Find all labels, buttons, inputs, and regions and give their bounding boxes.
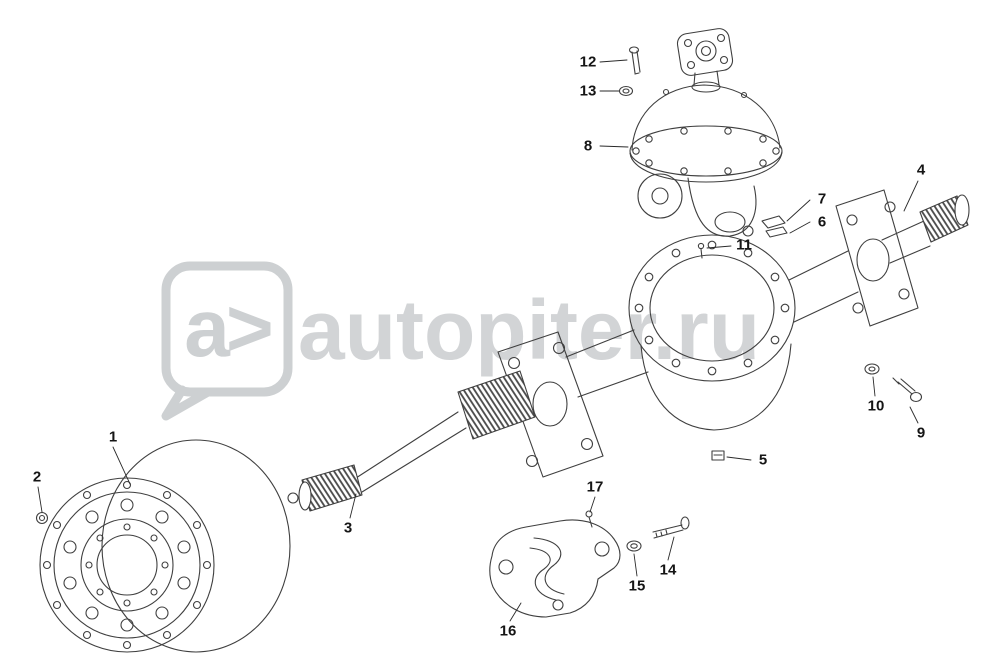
part-bolt-9 [892,377,923,403]
part-callout-14: 14 [659,561,677,579]
part-callout-15: 15 [628,577,646,595]
part-differential-carrier [629,81,783,237]
part-left-flange-plate [497,331,604,478]
part-axle-housing [565,234,859,431]
part-axle-shaft [287,411,467,512]
part-spline-boss [457,370,536,440]
part-bolt-17 [585,510,593,528]
leader-lines [37,59,919,622]
part-callout-6: 6 [817,213,827,231]
watermark-logo-bubble [161,261,293,421]
part-callout-7: 7 [817,190,827,208]
part-right-axle-end [835,189,970,327]
part-callout-17: 17 [586,478,604,496]
watermark-logo-text: a> [184,283,274,374]
part-bolt-14 [652,516,690,539]
part-bracket-16 [489,519,621,618]
part-shim-7 [761,215,786,229]
part-callout-11: 11 [736,236,752,254]
part-callout-5: 5 [758,451,768,469]
part-bolt-11 [697,242,705,259]
part-callout-9: 9 [916,424,926,442]
part-washer-10 [864,363,880,375]
watermark-site-text: autopiter.ru [298,283,761,377]
part-nut-2 [35,511,49,525]
part-input-flange [676,28,734,86]
part-callout-8: 8 [583,137,593,155]
part-wheel-hub [39,439,291,653]
part-callout-4: 4 [916,161,926,179]
part-callout-1: 1 [108,428,118,446]
part-plug-5 [711,450,725,461]
watermark-bubble-tail [161,385,213,421]
part-callout-2: 2 [32,468,42,486]
part-callout-16: 16 [499,622,517,640]
part-washer-13 [618,85,634,97]
part-washer-15 [626,540,642,552]
part-callout-13: 13 [579,82,597,100]
part-callout-3: 3 [343,519,353,537]
part-bolt-12 [628,46,641,75]
part-callout-12: 12 [579,53,597,71]
part-callout-10: 10 [867,397,885,415]
part-gasket-6 [765,226,788,238]
